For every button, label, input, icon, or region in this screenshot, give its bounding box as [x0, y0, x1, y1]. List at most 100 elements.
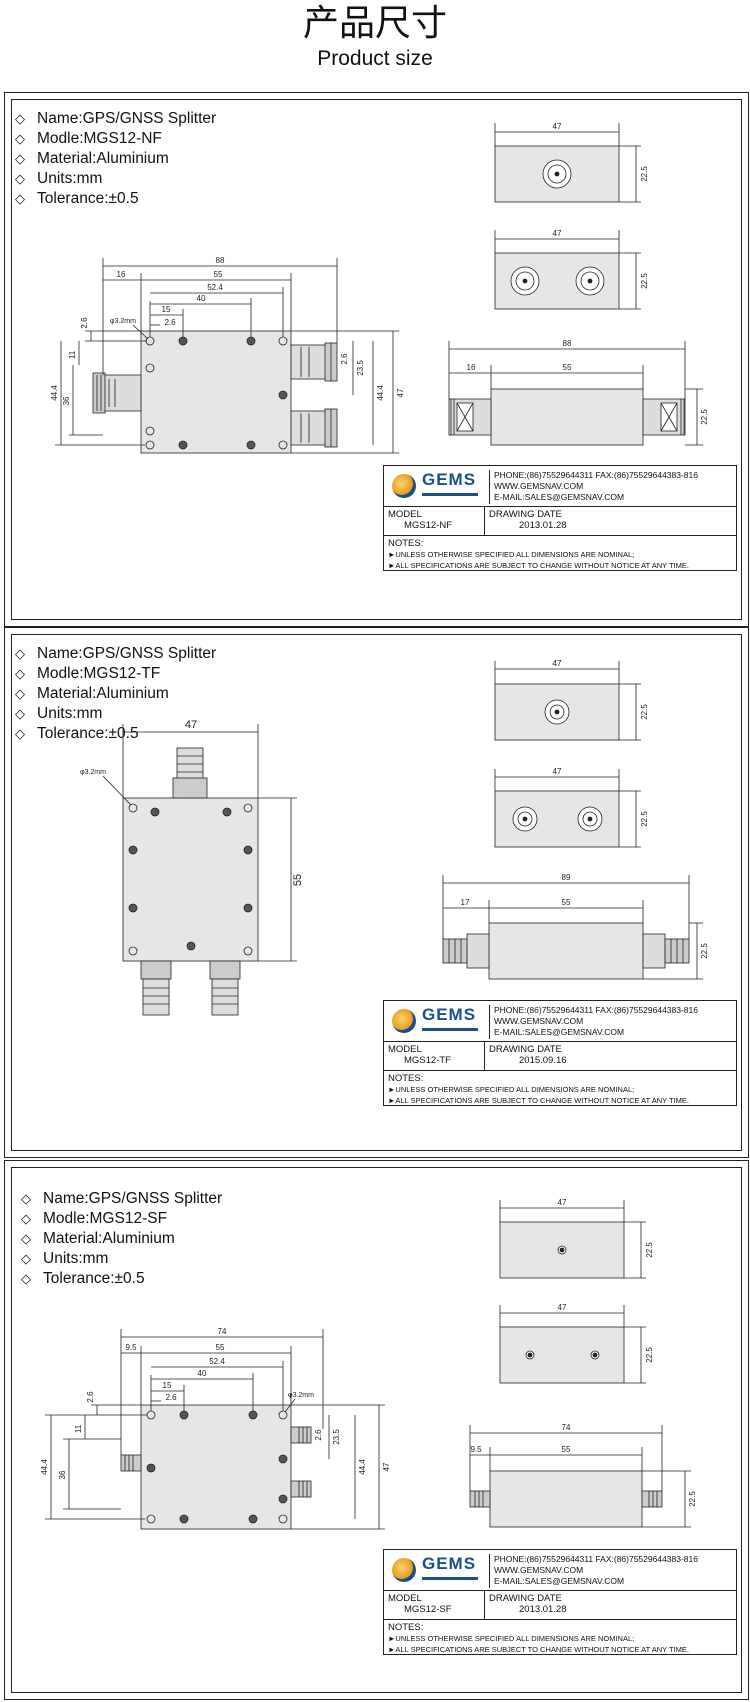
gems-logo: GEMS	[390, 1006, 484, 1035]
dim-main-40: 40	[197, 294, 206, 303]
sheet-frame	[11, 1167, 742, 1693]
dim-main-26b: 2.6	[164, 318, 176, 327]
title-block: GEMS PHONE:(86)75529644311 FAX:(86)75529…	[383, 1000, 737, 1106]
dim-top-height: 22.5	[645, 1242, 654, 1258]
spec-material: ◇Material:Aluminium	[15, 150, 169, 167]
model-value: MGS12-NF	[404, 520, 453, 531]
spec-model: ◇Modle:MGS12-NF	[15, 130, 162, 147]
dim-main-36: 36	[62, 396, 71, 405]
contact-info: PHONE:(86)75529644311 FAX:(86)7552964438…	[489, 470, 698, 504]
technical-drawing: 47 22.5 47 22.5 74 9.5	[40, 1198, 697, 1530]
dim-side-55: 55	[562, 1445, 571, 1454]
contact-info: PHONE:(86)75529644311 FAX:(86)7552964438…	[489, 1005, 698, 1039]
end-view-dual: 47 22.5	[499, 1303, 654, 1384]
side-view: 89 17 55 22.5	[442, 873, 709, 980]
end-view-dual: 47 22.5	[494, 229, 649, 310]
dim-main-444r: 44.4	[376, 385, 385, 401]
drawing-date: 2013.01.28	[519, 520, 567, 531]
dim-main-15: 15	[163, 1381, 172, 1390]
plan-view: 47 55 φ3.2mm	[80, 719, 304, 1016]
dim-main-11: 11	[68, 350, 77, 359]
dim-main-height: 55	[292, 874, 304, 886]
spec-name: ◇Name:GPS/GNSS Splitter	[15, 645, 217, 662]
dim-main-15: 15	[162, 305, 171, 314]
dim-top-width: 47	[553, 122, 562, 131]
side-view: 88 16 55 22.5	[448, 339, 709, 446]
spec-list: ◇Name:GPS/GNSS Splitter ◇Modle:MGS12-NF …	[15, 109, 216, 209]
spec-units: ◇Units:mm	[21, 1250, 109, 1267]
spec-model: ◇Modle:MGS12-TF	[15, 665, 161, 682]
spec-name: ◇Name:GPS/GNSS Splitter	[21, 1190, 223, 1207]
spec-tolerance: ◇Tolerance:±0.5	[15, 725, 139, 742]
sheet-frame	[11, 634, 742, 1151]
dim-main-40: 40	[198, 1369, 207, 1378]
dim-mid-height: 22.5	[640, 811, 649, 827]
dim-main-11: 11	[74, 1424, 83, 1433]
dim-top-height: 22.5	[640, 166, 649, 182]
spec-units: ◇Units:mm	[15, 705, 103, 722]
dim-main-55: 55	[214, 270, 223, 279]
dim-side-95: 9.5	[470, 1445, 482, 1454]
dim-mid-height: 22.5	[645, 1347, 654, 1363]
dim-main-55: 55	[216, 1343, 225, 1352]
dim-main-26a: 2.6	[86, 1391, 95, 1403]
dim-side-55: 55	[562, 898, 571, 907]
gems-logo: GEMS	[390, 1555, 484, 1584]
dim-side-16: 16	[467, 363, 476, 372]
spec-material: ◇Material:Aluminium	[21, 1230, 175, 1247]
spec-tolerance: ◇Tolerance:±0.5	[15, 190, 139, 207]
dim-side-total: 89	[562, 873, 571, 882]
dim-main-width: 47	[185, 719, 197, 731]
title-block: GEMS PHONE:(86)75529644311 FAX:(86)75529…	[383, 465, 737, 571]
end-view-single: 47 22.5	[494, 122, 649, 203]
dim-mid-width: 47	[558, 1303, 567, 1312]
dim-main-47: 47	[396, 388, 405, 397]
dim-mid-height: 22.5	[640, 273, 649, 289]
dim-side-55: 55	[563, 363, 572, 372]
end-view-single: 47 22.5	[499, 1198, 654, 1279]
spec-model: ◇Modle:MGS12-SF	[21, 1210, 168, 1227]
drawing-sheet-sf: ◇Name:GPS/GNSS Splitter ◇Modle:MGS12-SF …	[4, 1160, 749, 1700]
end-view-dual: 47 22.5	[494, 767, 649, 848]
dim-side-17: 17	[461, 898, 470, 907]
plan-view: 74 9.5 55 52.4 40 15 2.6 φ3.2mm 2.6 11 3…	[40, 1327, 391, 1530]
gems-logo: GEMS	[390, 471, 484, 500]
dim-top-width: 47	[558, 1198, 567, 1207]
dim-main-total: 88	[216, 256, 225, 265]
dim-main-hole: φ3.2mm	[80, 769, 106, 776]
end-view-single: 47 22.5	[494, 659, 649, 741]
drawing-sheet-nf: ◇Name:GPS/GNSS Splitter ◇Modle:MGS12-NF …	[4, 92, 749, 627]
dim-main-hole: φ3.2mm	[110, 318, 136, 325]
drawing-date: 2013.01.28	[519, 1604, 567, 1615]
dim-main-444: 44.4	[50, 385, 59, 401]
title-block: GEMS PHONE:(86)75529644311 FAX:(86)75529…	[383, 1549, 737, 1655]
dim-main-47: 47	[382, 1462, 391, 1471]
page-title-en: Product size	[317, 47, 433, 70]
technical-drawing: 47 22.5 47 22.5	[50, 122, 709, 454]
dim-side-total: 74	[562, 1423, 571, 1432]
technical-drawing: 47 22.5 47 22.5 47	[80, 659, 709, 1016]
spec-units: ◇Units:mm	[15, 170, 103, 187]
sheet-frame	[11, 99, 742, 620]
drawing-sheet-tf: ◇Name:GPS/GNSS Splitter ◇Modle:MGS12-TF …	[4, 627, 749, 1158]
contact-info: PHONE:(86)75529644311 FAX:(86)7552964438…	[489, 1554, 698, 1588]
dim-main-26b: 2.6	[165, 1393, 177, 1402]
spec-name: ◇Name:GPS/GNSS Splitter	[15, 110, 217, 127]
model-value: MGS12-TF	[404, 1055, 451, 1066]
page-title-cn: 产品尺寸	[302, 3, 447, 44]
spec-list: ◇Name:GPS/GNSS Splitter ◇Modle:MGS12-TF …	[15, 644, 216, 744]
dim-main-26c: 2.6	[314, 1429, 323, 1441]
dim-main-hole: φ3.2mm	[288, 1392, 314, 1399]
model-value: MGS12-SF	[404, 1604, 452, 1615]
plan-view: 88 16 55 52.4 40 15 2.6 φ3.2mm 2.6 11 36…	[50, 256, 405, 454]
dim-main-36: 36	[58, 1470, 67, 1479]
dim-top-width: 47	[553, 659, 562, 668]
dim-main-total: 74	[218, 1327, 227, 1336]
dim-main-444: 44.4	[40, 1459, 49, 1475]
dim-main-235: 23.5	[356, 360, 365, 376]
dim-side-height: 22.5	[688, 1491, 697, 1507]
spec-material: ◇Material:Aluminium	[15, 685, 169, 702]
dim-main-524: 52.4	[209, 1357, 225, 1366]
spec-list: ◇Name:GPS/GNSS Splitter ◇Modle:MGS12-SF …	[21, 1189, 222, 1289]
dim-main-524: 52.4	[207, 283, 223, 292]
